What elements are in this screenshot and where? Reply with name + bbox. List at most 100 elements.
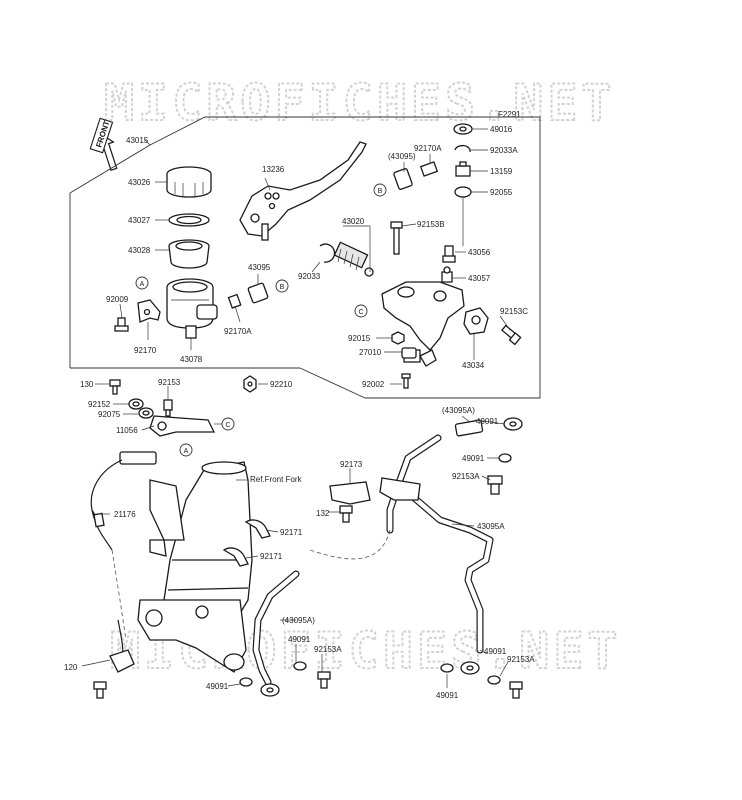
label-92033a: 92033A (490, 146, 518, 155)
brake-hose-upper (379, 417, 523, 654)
bolt-92153 (163, 399, 173, 417)
label-13236: 13236 (262, 165, 285, 174)
label-ref-front-fork: Ref.Front Fork (250, 475, 303, 484)
label-49091-5: 49091 (484, 647, 507, 656)
label-49091-4: 49091 (206, 682, 229, 691)
label-49091-2: 49091 (462, 454, 485, 463)
brake-hose-lower-right (460, 661, 480, 675)
label-92170: 92170 (134, 346, 157, 355)
label-92153a-1: 92153A (452, 472, 480, 481)
switch-27010 (401, 347, 417, 359)
label-92153c: 92153C (500, 307, 528, 316)
collar-92152 (128, 398, 144, 410)
bracket-11056 (149, 415, 216, 437)
brake-hose-lower-left (252, 529, 391, 697)
watermark-top: MICROFICHES.NET (104, 74, 616, 132)
callout-a-low: A (179, 443, 193, 457)
svg-text:A: A (140, 281, 145, 288)
reservoir-body (166, 278, 218, 339)
leader-lines (81, 128, 511, 688)
label-49016: 49016 (490, 125, 513, 134)
label-43015: 43015 (126, 136, 149, 145)
label-92002: 92002 (362, 380, 385, 389)
label-43027: 43027 (128, 216, 151, 225)
clip-92170a (227, 293, 242, 309)
fitting-13159 (455, 161, 471, 177)
diaphragm-plate (168, 213, 210, 227)
bolt-92153a-a (487, 475, 503, 495)
callout-c-top: C (354, 304, 368, 318)
assembly-frame (149, 116, 541, 399)
brake-lever (239, 141, 367, 241)
figure-code: F2291 (498, 110, 521, 119)
washer-49091-c (239, 677, 253, 687)
label-92153: 92153 (158, 378, 181, 387)
label-43028: 43028 (128, 246, 151, 255)
washer-49016 (453, 123, 473, 135)
label-130: 130 (80, 380, 94, 389)
label-43095a: 43095A (477, 522, 505, 531)
bolt-132 (339, 505, 353, 523)
label-92170a: 92170A (224, 327, 252, 336)
washer-49091-e (487, 675, 501, 685)
callout-b-mid: B (275, 279, 289, 293)
label-92033: 92033 (298, 272, 321, 281)
label-49091-3: 49091 (288, 635, 311, 644)
master-cylinder-body (381, 281, 489, 367)
label-27010: 27010 (359, 348, 382, 357)
svg-text:A: A (184, 448, 189, 455)
label-92171-1: 92171 (280, 528, 303, 537)
label-92055: 92055 (490, 188, 513, 197)
washer-49091-a (498, 453, 512, 463)
fitting-92170a-top (419, 161, 439, 177)
label-43034: 43034 (462, 361, 485, 370)
label-43095: 43095 (248, 263, 271, 272)
bleeder-43056 (442, 245, 456, 263)
label-43095a-paren-2: (43095A) (282, 616, 315, 625)
diaphragm (168, 239, 210, 269)
label-43095a-paren-1: (43095A) (442, 406, 475, 415)
oring-92055 (454, 186, 472, 198)
label-43020: 43020 (342, 217, 365, 226)
bolt-92153a-c (509, 681, 523, 699)
clip-92033a (454, 144, 471, 153)
callout-b-top: B (373, 183, 387, 197)
piston-kit (319, 241, 374, 277)
bolt-92153b (390, 221, 403, 255)
label-43078: 43078 (180, 355, 203, 364)
screw-92002 (401, 373, 411, 389)
washer-49091-b (293, 661, 307, 671)
callout-a-top: A (135, 276, 149, 290)
label-92153b: 92153B (417, 220, 445, 229)
washer-49091-d (440, 663, 454, 673)
label-13159: 13159 (490, 167, 513, 176)
label-43095-paren: (43095) (388, 152, 416, 161)
washer-92075 (138, 407, 154, 419)
label-11056: 11056 (116, 426, 138, 435)
bolt-92153a-b (317, 671, 331, 689)
label-92173: 92173 (340, 460, 363, 469)
screw-120 (93, 681, 107, 699)
label-120: 120 (64, 663, 78, 672)
svg-text:B: B (280, 284, 285, 291)
switch-wire-21176 (90, 451, 157, 673)
label-49091-6: 49091 (436, 691, 459, 700)
svg-text:B: B (378, 188, 383, 195)
label-92075: 92075 (98, 410, 121, 419)
front-fork (137, 461, 253, 673)
callout-c-low: C (221, 417, 235, 431)
bushing-43095 (247, 168, 413, 304)
label-21176: 21176 (114, 510, 136, 519)
reservoir-cap (166, 166, 212, 198)
label-92171-2: 92171 (260, 552, 283, 561)
bracket-92173 (329, 481, 371, 505)
label-43026: 43026 (128, 178, 151, 187)
label-92009: 92009 (106, 295, 129, 304)
label-49091-1: 49091 (476, 417, 499, 426)
label-92153a-2: 92153A (314, 645, 342, 654)
label-92015: 92015 (348, 334, 371, 343)
part-labels: 43015 43026 43027 43028 92009 92170 4307… (64, 125, 535, 700)
nut-92210 (243, 375, 257, 393)
screw-92009 (114, 317, 129, 332)
label-92210: 92210 (270, 380, 293, 389)
